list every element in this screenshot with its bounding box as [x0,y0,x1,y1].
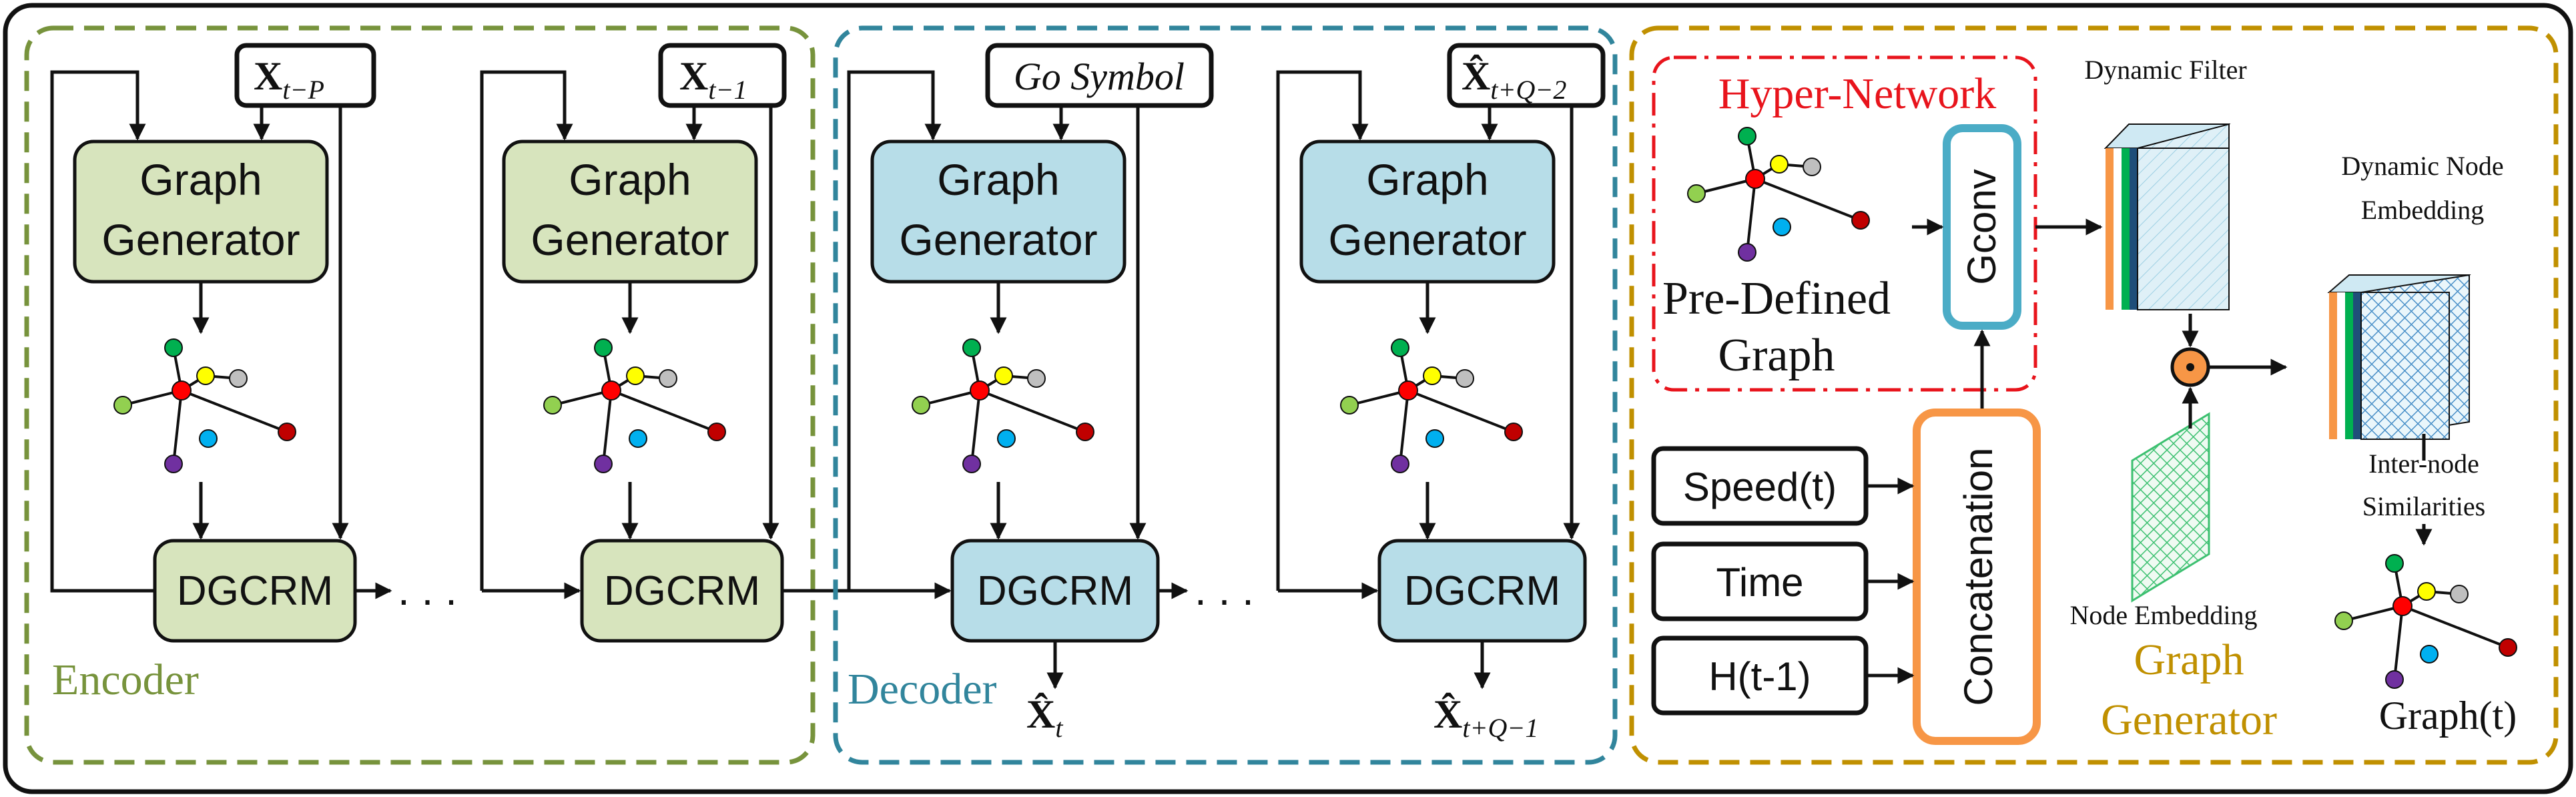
svg-text:Xt−P: Xt−P [254,54,324,105]
predefined-graph-label-line2: Graph [1718,330,1835,381]
svg-text:DGCRM: DGCRM [977,568,1133,614]
predefined-graph-icon [1686,126,1871,262]
svg-text:X̂t+Q−2: X̂t+Q−2 [1462,54,1566,105]
node-embedding-label: Node Embedding [2069,600,2257,630]
encoder-input-first-sub: t−P [282,75,324,105]
encoder-graph-generator-1: Graph Generator [73,140,329,284]
decoder-input-last-sub: t+Q−2 [1490,75,1566,105]
decoder-label: Decoder [848,665,997,714]
dynamic-node-embedding-label-line2: Embedding [2361,195,2484,225]
svg-text:Time: Time [1716,560,1803,605]
encoder-ellipsis: . . . [398,566,457,614]
decoder-ellipsis: . . . [1195,566,1254,614]
encoder-input-first: Xt−P [234,43,376,108]
decoder-graph-icon-2 [1339,338,1524,474]
svg-text:Graph: Graph [937,155,1059,204]
input-time: Time [1651,541,1869,621]
decoder-graph-generator-2: Graph Generator [1299,140,1556,284]
encoder-input-last-base: X [679,54,708,98]
svg-text:Generator: Generator [899,215,1097,264]
predefined-graph-label-line1: Pre-Defined [1662,273,1891,324]
encoder-dgcrm-2: DGCRM [580,539,784,643]
svg-text:Xt−1: Xt−1 [679,54,747,105]
decoder-input-last: X̂t+Q−2 [1447,43,1606,108]
decoder-input-go-symbol: Go Symbol [985,43,1214,108]
svg-text:X̂t+Q−1: X̂t+Q−1 [1433,692,1538,743]
encoder-graph-icon-2 [543,338,727,474]
decoder-output-last-base: X̂ [1433,692,1462,736]
svg-text:Gconv: Gconv [1959,169,2004,284]
graph-generator-label-line2: Generator [2101,696,2277,744]
encoder-graph-generator-2: Graph Generator [502,140,758,284]
decoder-panel: Decoder Go Symbol X̂t+Q−2 Graph Generato… [833,25,1618,765]
concatenation-box: Concatenation [1913,409,2041,745]
hyper-network-label: Hyper-Network [1718,69,1997,118]
encoder-dgcrm-1: DGCRM [153,539,357,643]
encoder-input-last: Xt−1 [658,43,787,108]
svg-text:X̂t: X̂t [1026,692,1063,743]
decoder-output-first-base: X̂ [1026,692,1055,736]
decoder-dgcrm-1: DGCRM [950,539,1160,643]
decoder-graph-icon-1 [911,338,1095,474]
input-hidden-state: H(t-1) [1651,635,1869,716]
svg-text:DGCRM: DGCRM [604,568,760,614]
encoder-input-last-sub: t−1 [708,75,747,105]
svg-text:Speed(t): Speed(t) [1683,465,1837,509]
svg-text:Concatenation: Concatenation [1956,448,2001,706]
hyper-network-box: Hyper-Network Pre-Defined Graph [1652,55,2037,392]
decoder-graph-generator-1: Graph Generator [870,140,1126,284]
svg-text:Go Symbol: Go Symbol [1014,55,1185,98]
svg-text:Generator: Generator [101,215,300,264]
encoder-graph-icon-1 [113,338,297,474]
dynamic-node-embedding-tensor [2327,274,2471,441]
dynamic-filter-label: Dynamic Filter [2084,55,2246,85]
decoder-output-first-sub: t [1055,713,1063,743]
graph-generator-panel: Graph Generator Hyper-Network Pre-Define… [1629,25,2559,765]
svg-text:Graph: Graph [569,155,691,204]
svg-text:H(t-1): H(t-1) [1708,654,1811,699]
gconv-box: Gconv [1943,124,2021,330]
svg-text:Generator: Generator [1328,215,1526,264]
svg-text:DGCRM: DGCRM [1404,568,1560,614]
outer-frame [3,3,2573,794]
encoder-panel: Encoder Xt−P Xt−1 Graph Generator DGCRM … [24,25,842,765]
decoder-output-last-sub: t+Q−1 [1462,713,1538,743]
hadamard-product-node [2170,347,2210,387]
dynamic-filter-tensor [2104,123,2231,311]
output-graph-label: Graph(t) [2379,694,2517,738]
input-speed: Speed(t) [1651,446,1869,526]
node-embedding-tensor [2131,412,2210,603]
decoder-input-last-base: X̂ [1462,54,1490,98]
svg-text:Generator: Generator [531,215,729,264]
encoder-label: Encoder [52,655,199,704]
dynamic-node-embedding-label-line1: Dynamic Node [2341,151,2503,181]
svg-text:DGCRM: DGCRM [177,568,333,614]
graph-generator-label-line1: Graph [2134,635,2244,684]
svg-text:Graph: Graph [139,155,262,204]
decoder-dgcrm-2: DGCRM [1377,539,1587,643]
svg-text:Graph: Graph [1366,155,1488,204]
inter-node-similarities-label-line2: Similarities [2362,491,2485,521]
encoder-input-first-base: X [254,54,282,98]
output-graph-icon [2334,553,2518,690]
